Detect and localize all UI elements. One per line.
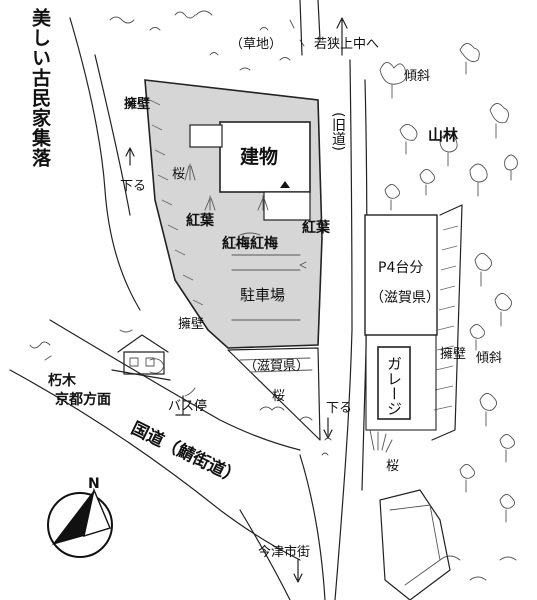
roads <box>9 0 463 600</box>
village-label: 美しい古民家集落 <box>29 7 52 168</box>
forest-label: 山林 <box>428 126 459 144</box>
garage-label: ガレージ <box>385 356 403 416</box>
down-left-label: 下る <box>120 179 146 194</box>
kutsuki-label: 朽木 <box>48 372 77 389</box>
to-wakasa-label: 若狭上中へ <box>314 36 379 52</box>
down-bottom-label: 下る <box>326 401 352 416</box>
arrow-down-left <box>125 147 135 166</box>
momiji-right-label: 紅葉 <box>302 219 331 236</box>
old-road-label: (旧道) <box>330 112 346 151</box>
parking-label: 駐車場 <box>240 286 285 304</box>
kyoto-label: 京都方面 <box>55 391 111 408</box>
shiga-bottom-label: （滋賀県） <box>244 359 309 374</box>
retaining-wall-hatch <box>149 99 204 306</box>
imazu-label: 今津市街 <box>258 544 310 560</box>
arrow-down-bottom <box>323 417 333 439</box>
slope-right-label: 傾斜 <box>476 351 502 366</box>
entrance-marker <box>280 181 290 188</box>
retaining-wall-right-label: 擁壁 <box>440 347 466 362</box>
shiga-right-label: （滋賀県） <box>370 290 440 306</box>
bus-stop-label: バス停 <box>168 398 207 414</box>
building-porch <box>263 191 311 221</box>
arrow-to-imazu <box>293 559 303 583</box>
building-annex <box>189 124 223 148</box>
sakura-right-label: 桜 <box>386 459 399 474</box>
retaining-wall-left-label: 擁壁 <box>178 317 204 332</box>
slope-top-label: 傾斜 <box>404 69 430 84</box>
sakura-top-label: 桜 <box>172 167 185 182</box>
north-arrow: N <box>47 476 113 558</box>
bus-stop-icon <box>175 395 191 416</box>
arrow-to-wakasa <box>336 17 348 56</box>
building-label: 建物 <box>240 145 278 168</box>
house-sketch <box>111 334 171 381</box>
garage-lot <box>365 334 437 431</box>
grassland-label: （草地） <box>230 37 282 52</box>
north-label: N <box>88 476 100 492</box>
national-road-label: 国道（鯖街道） <box>128 418 244 489</box>
retaining-wall-top-label: 擁壁 <box>124 96 150 112</box>
sakura-bottom-label: 桜 <box>272 389 285 404</box>
garage-outline <box>377 346 411 420</box>
p4-label: P4台分 <box>378 260 423 276</box>
building-outline <box>219 121 311 193</box>
koubai-label: 紅梅紅梅 <box>222 235 278 252</box>
momiji-left-label: 紅葉 <box>186 212 215 229</box>
p4-parking-area <box>364 214 438 336</box>
